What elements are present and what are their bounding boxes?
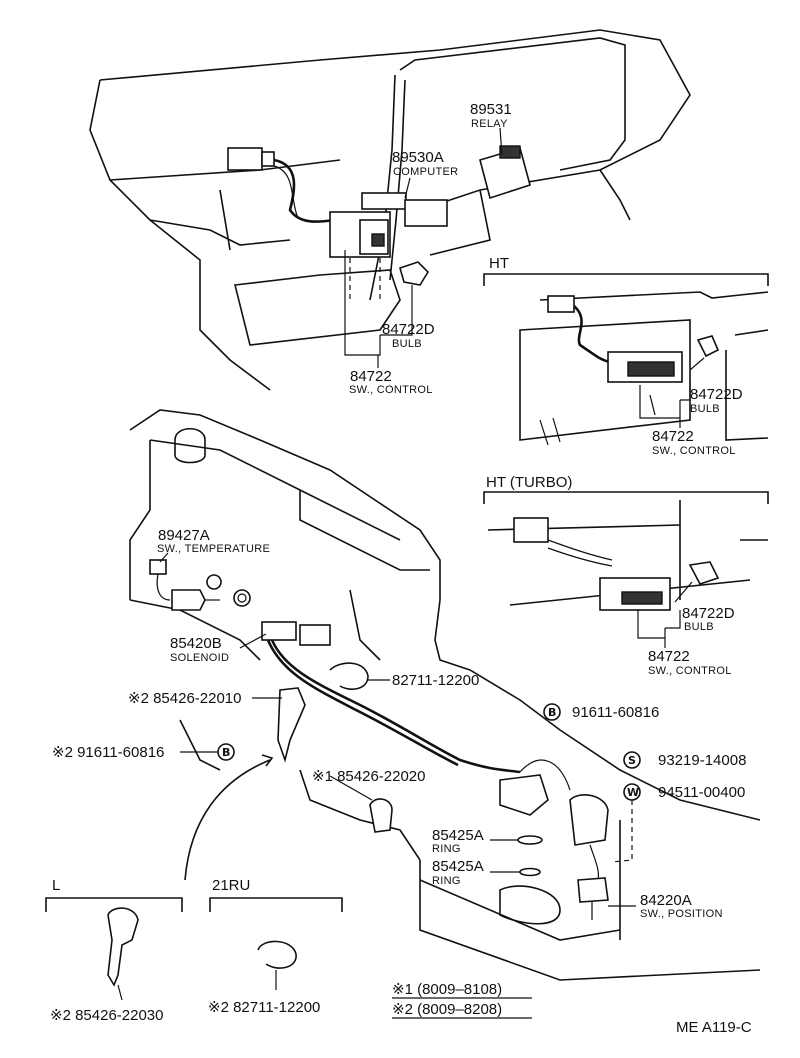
ring-1-desc: RING xyxy=(432,843,461,855)
bracket-22010-part-number: ※2 85426-22010 xyxy=(128,690,242,707)
bulb-ht-desc: BULB xyxy=(690,403,720,415)
sw-control-main-desc: SW., CONTROL xyxy=(349,384,433,396)
bolt-left-part-number: ※2 91611-60816 xyxy=(52,744,164,761)
ru-inset: 21RU xyxy=(209,877,343,990)
l-header: L xyxy=(52,877,60,894)
sw-temperature-part-number: 89427A xyxy=(158,527,210,544)
solenoid-desc: SOLENOID xyxy=(170,652,229,664)
ring-1 xyxy=(517,835,543,845)
sw-control-ht-part-number: 84722 xyxy=(652,428,694,445)
bolt-symbol-right xyxy=(543,703,561,721)
bulb-main-desc: BULB xyxy=(392,338,422,350)
screw-part-number: 93219-14008 xyxy=(658,752,746,769)
sw-control-ht-desc: SW., CONTROL xyxy=(652,445,736,457)
ring-2-desc: RING xyxy=(432,875,461,887)
engine-drawing xyxy=(129,409,761,981)
note-1: ※1 (8009–8108) xyxy=(392,981,502,998)
solenoid-part-number: 85420B xyxy=(170,635,222,652)
control-switch-harness-main xyxy=(227,145,531,300)
sw-position-desc: SW., POSITION xyxy=(640,908,723,920)
bulb-main-part-number: 84722D xyxy=(382,321,435,338)
ht-header: HT xyxy=(489,255,509,272)
ring-2 xyxy=(519,867,541,877)
computer-desc: COMPUTER xyxy=(393,166,458,178)
relay-part-number: 89531 xyxy=(470,101,512,118)
sw-control-turbo-desc: SW., CONTROL xyxy=(648,665,732,677)
bracket-center xyxy=(329,775,393,833)
clamp xyxy=(329,662,390,690)
washer-symbol-glyph: W xyxy=(627,786,639,799)
bracket-left xyxy=(252,687,306,763)
l-inset: L xyxy=(45,877,183,1001)
ht-turbo-inset: HT (TURBO) xyxy=(483,474,769,648)
page-code: ME A119-C xyxy=(676,1019,752,1036)
sw-control-turbo-part-number: 84722 xyxy=(648,648,690,665)
ring-2-part-number: 85425A xyxy=(432,858,484,875)
note-2: ※2 (8009–8208) xyxy=(392,1001,502,1018)
relay-desc: RELAY xyxy=(471,118,508,130)
bulb-turbo-desc: BULB xyxy=(684,621,714,633)
sw-position-part-number: 84220A xyxy=(640,892,692,909)
ht-turbo-header: HT (TURBO) xyxy=(486,474,572,491)
bolt-right-part-number: 91611-60816 xyxy=(572,704,659,721)
l-part-number: ※2 85426-22030 xyxy=(50,1007,164,1024)
bracket-22020-part-number: ※1 85426-22020 xyxy=(312,768,426,785)
ht-inset: HT xyxy=(483,255,769,446)
ru-header: 21RU xyxy=(212,877,250,894)
washer-part-number: 94511-00400 xyxy=(658,784,745,801)
ring-1-part-number: 85425A xyxy=(432,827,484,844)
sw-temperature-desc: SW., TEMPERATURE xyxy=(157,543,270,555)
bulb-ht-part-number: 84722D xyxy=(690,386,743,403)
bolt-symbol-right-glyph: B xyxy=(548,706,556,719)
bulb-turbo-part-number: 84722D xyxy=(682,605,735,622)
clamp-part-number: 82711-12200 xyxy=(392,672,479,689)
ru-part-number: ※2 82711-12200 xyxy=(208,999,320,1016)
callout-arrow xyxy=(184,759,271,881)
sw-control-main-part-number: 84722 xyxy=(350,368,392,385)
screw-symbol-glyph: S xyxy=(628,754,636,767)
bolt-symbol-left-glyph: B xyxy=(222,746,230,759)
computer-part-number: 89530A xyxy=(392,149,444,166)
screw-symbol xyxy=(623,751,641,769)
temperature-switch xyxy=(149,559,251,611)
solenoid-harness xyxy=(261,621,609,920)
